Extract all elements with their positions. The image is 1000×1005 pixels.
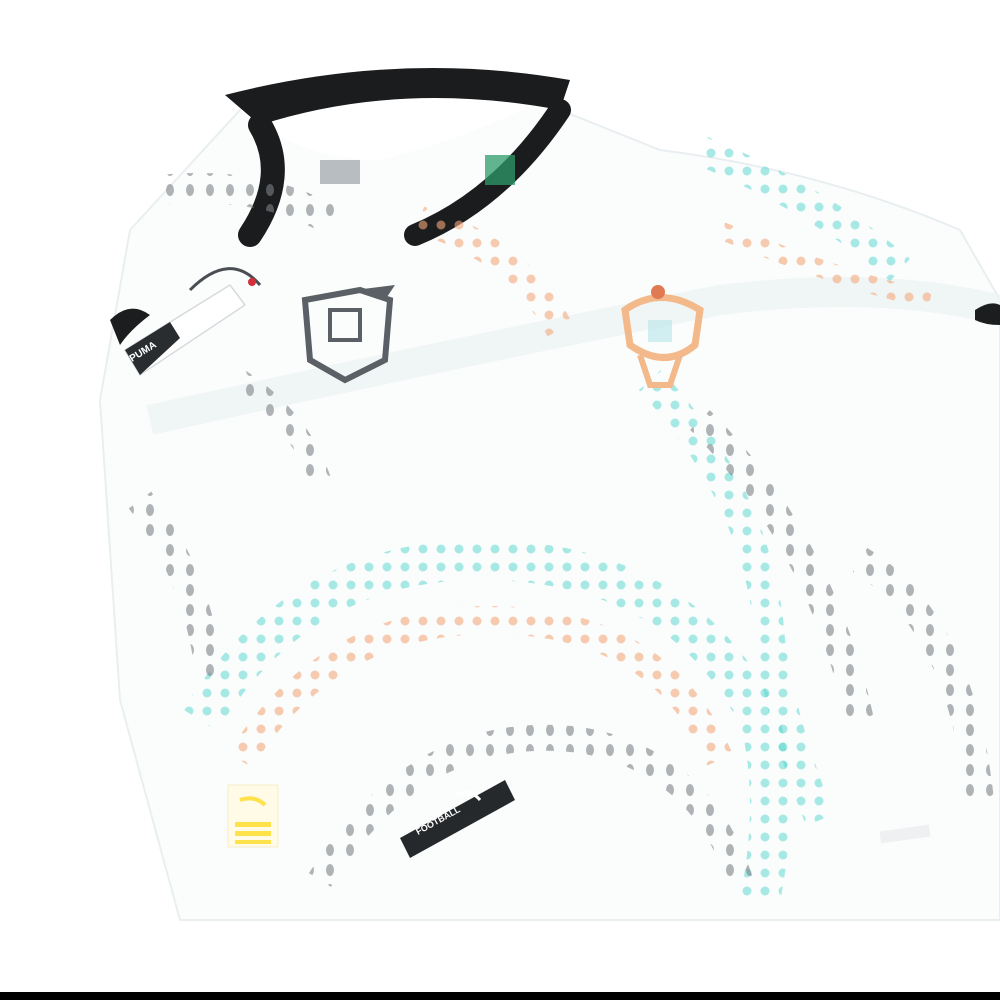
- federation-crest-icon: [621, 285, 704, 388]
- brand-logo-right: [975, 303, 1000, 325]
- faint-print: [879, 824, 931, 844]
- bottom-border: [0, 992, 1000, 1000]
- dot-pattern: [128, 136, 994, 904]
- collar: [225, 68, 571, 247]
- brand-logo-left: [110, 308, 150, 345]
- crest-icon: [301, 285, 395, 384]
- hem-tag-yellow: [227, 784, 279, 848]
- neck-label: [320, 155, 515, 185]
- hang-tag: PUMA: [123, 267, 262, 377]
